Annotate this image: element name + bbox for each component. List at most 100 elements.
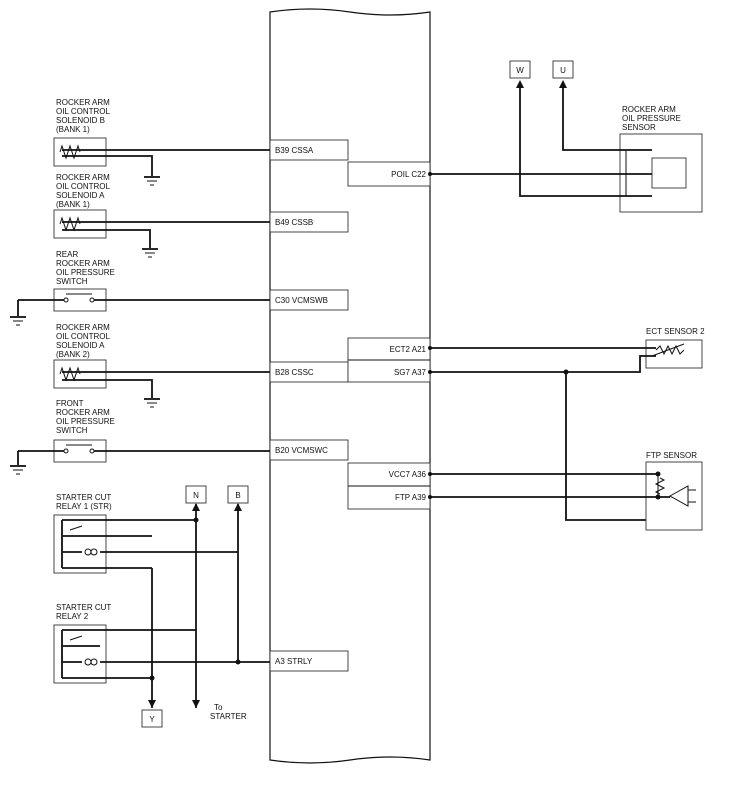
junction-dot <box>193 517 199 523</box>
front-oil-pressure-switch: FRONT ROCKER ARM OIL PRESSURE SWITCH <box>53 399 115 463</box>
pin-poil: POIL C22 <box>347 161 431 187</box>
svg-text:(BANK 1): (BANK 1) <box>56 125 90 134</box>
pin-vcmswc: B20 VCMSWC <box>269 439 349 461</box>
svg-text:POIL C22: POIL C22 <box>391 170 426 179</box>
svg-text:B39 CSSA: B39 CSSA <box>275 146 314 155</box>
connector-y: Y <box>141 709 163 728</box>
svg-text:STARTER: STARTER <box>210 712 247 721</box>
junction-dot <box>428 172 432 176</box>
junction-dot <box>428 472 432 476</box>
svg-text:OIL CONTROL: OIL CONTROL <box>56 182 110 191</box>
svg-text:FRONT: FRONT <box>56 399 84 408</box>
wire-sg7-ftp <box>565 372 652 521</box>
solenoid-a-bank2: ROCKER ARM OIL CONTROL SOLENOID A (BANK … <box>53 323 110 389</box>
ftp-sensor: FTP SENSOR <box>645 451 703 531</box>
ecm-body <box>269 8 431 764</box>
svg-text:OIL CONTROL: OIL CONTROL <box>56 332 110 341</box>
svg-text:SOLENOID B: SOLENOID B <box>56 116 105 125</box>
svg-text:C30 VCMSWB: C30 VCMSWB <box>275 296 328 305</box>
connector-b: B <box>227 485 249 504</box>
wire-cssb-ground <box>100 229 151 248</box>
svg-text:RELAY 2: RELAY 2 <box>56 612 89 621</box>
pin-cssb: B49 CSSB <box>269 211 349 233</box>
connector-u: U <box>552 60 574 79</box>
svg-text:N: N <box>193 491 199 500</box>
svg-text:ROCKER ARM: ROCKER ARM <box>56 98 110 107</box>
wire-sg7-ect <box>566 355 656 373</box>
ground-icon <box>144 398 160 408</box>
junction-dot <box>149 675 155 681</box>
svg-text:SENSOR: SENSOR <box>622 123 656 132</box>
svg-text:OIL CONTROL: OIL CONTROL <box>56 107 110 116</box>
junction-dot <box>428 495 432 499</box>
ground-icon <box>10 465 26 475</box>
arrow-up-icon <box>234 503 242 511</box>
svg-text:VCC7 A36: VCC7 A36 <box>389 470 427 479</box>
svg-text:ECT SENSOR 2: ECT SENSOR 2 <box>646 327 705 336</box>
svg-text:ROCKER ARM: ROCKER ARM <box>622 105 676 114</box>
wire-relay2 <box>61 629 270 679</box>
arrow-down-icon <box>192 700 200 708</box>
pin-strly: A3 STRLY <box>269 650 349 672</box>
svg-text:ROCKER ARM: ROCKER ARM <box>56 323 110 332</box>
ground-icon <box>10 316 26 326</box>
ect-sensor-2: ECT SENSOR 2 <box>645 327 705 369</box>
svg-text:(BANK 1): (BANK 1) <box>56 200 90 209</box>
svg-text:ROCKER ARM: ROCKER ARM <box>56 408 110 417</box>
svg-text:OIL PRESSURE: OIL PRESSURE <box>56 268 115 277</box>
wire-relay1 <box>61 519 238 569</box>
svg-text:STARTER CUT: STARTER CUT <box>56 493 111 502</box>
svg-text:FTP A39: FTP A39 <box>395 493 427 502</box>
pin-vcmswb: C30 VCMSWB <box>269 289 349 311</box>
junction-dot <box>563 369 569 375</box>
pin-ect2-sg7: ECT2 A21 SG7 A37 <box>347 337 431 383</box>
svg-text:B20 VCMSWC: B20 VCMSWC <box>275 446 328 455</box>
svg-text:SWITCH: SWITCH <box>56 277 88 286</box>
wire-cssc-ground <box>100 379 153 398</box>
svg-text:ROCKER ARM: ROCKER ARM <box>56 259 110 268</box>
junction-dot <box>428 370 432 374</box>
arrow-up-icon <box>192 503 200 511</box>
svg-text:RELAY 1 (STR): RELAY 1 (STR) <box>56 502 112 511</box>
svg-text:W: W <box>516 66 524 75</box>
junction-dot <box>655 494 661 500</box>
starter-label: To STARTER <box>210 703 247 721</box>
oil-pressure-sensor: ROCKER ARM OIL PRESSURE SENSOR <box>619 105 703 213</box>
wire-cssa-ground <box>100 155 153 176</box>
svg-text:(BANK 2): (BANK 2) <box>56 350 90 359</box>
ground-icon <box>144 176 160 186</box>
arrow-up-icon <box>516 80 524 88</box>
svg-text:SOLENOID A: SOLENOID A <box>56 341 105 350</box>
svg-text:OIL PRESSURE: OIL PRESSURE <box>56 417 115 426</box>
pin-cssc: B28 CSSC <box>269 361 349 383</box>
svg-text:SG7 A37: SG7 A37 <box>394 368 427 377</box>
pin-vcc7-ftp: VCC7 A36 FTP A39 <box>347 462 431 510</box>
ground-icon <box>142 248 158 258</box>
junction-dot <box>428 346 432 350</box>
svg-text:STARTER CUT: STARTER CUT <box>56 603 111 612</box>
svg-text:ECT2 A21: ECT2 A21 <box>390 345 427 354</box>
junction-dot <box>235 659 241 665</box>
arrow-down-icon <box>148 700 156 708</box>
svg-text:B: B <box>235 491 240 500</box>
arrow-up-icon <box>559 80 567 88</box>
svg-text:A3 STRLY: A3 STRLY <box>275 657 313 666</box>
svg-text:SWITCH: SWITCH <box>56 426 88 435</box>
svg-text:OIL PRESSURE: OIL PRESSURE <box>622 114 681 123</box>
svg-text:B28 CSSC: B28 CSSC <box>275 368 314 377</box>
svg-text:FTP SENSOR: FTP SENSOR <box>646 451 697 460</box>
junction-dot <box>655 471 661 477</box>
svg-text:Y: Y <box>149 715 155 724</box>
wire-w <box>519 86 652 197</box>
svg-text:U: U <box>560 66 566 75</box>
wire-u <box>562 86 652 151</box>
solenoid-a-bank1: ROCKER ARM OIL CONTROL SOLENOID A (BANK … <box>53 173 110 239</box>
svg-text:REAR: REAR <box>56 250 78 259</box>
rear-oil-pressure-switch: REAR ROCKER ARM OIL PRESSURE SWITCH <box>53 250 115 312</box>
connector-w: W <box>509 60 531 79</box>
svg-text:B49 CSSB: B49 CSSB <box>275 218 313 227</box>
solenoid-b-bank1: ROCKER ARM OIL CONTROL SOLENOID B (BANK … <box>53 98 110 167</box>
pin-cssa: B39 CSSA <box>269 139 349 161</box>
svg-text:ROCKER ARM: ROCKER ARM <box>56 173 110 182</box>
